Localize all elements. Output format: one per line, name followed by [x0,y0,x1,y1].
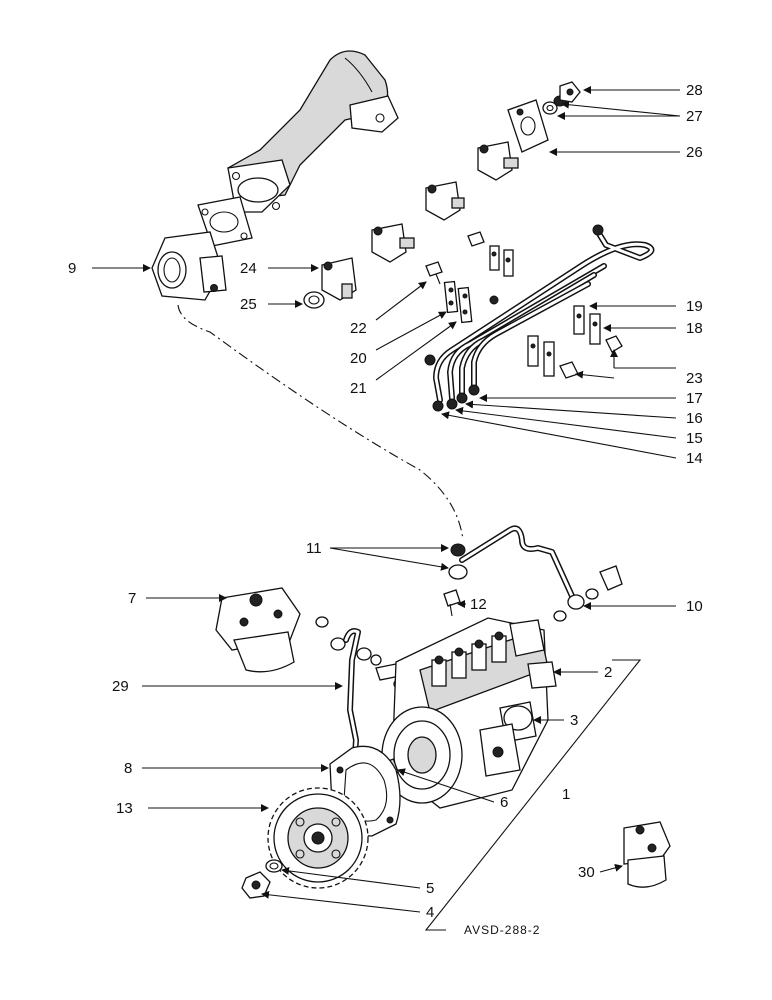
callout-27: 27 [686,108,703,125]
injection-pipes [424,224,655,412]
washer [542,101,558,115]
drawing-code: AVSD-288-2 [464,923,540,937]
lock-washer [265,859,283,873]
leak-off-pipe [443,525,623,622]
fuel-pipe [343,628,361,773]
callout-10: 10 [686,598,703,615]
callout-20: 20 [350,350,367,367]
pipe-clip [457,286,473,324]
callout-22: 22 [350,320,367,337]
callout-14: 14 [686,450,703,467]
callout-24: 24 [240,260,257,277]
pipe-clip [443,280,459,314]
callout-9: 9 [68,260,76,277]
pipe-clip [573,305,585,335]
callout-25: 25 [240,296,257,313]
callout-28: 28 [686,82,703,99]
injector [321,257,357,301]
injector [371,223,415,263]
callout-23: 23 [686,370,703,387]
callout-4: 4 [426,904,434,921]
pipe-clip [543,341,555,377]
bolt [467,231,485,247]
callout-30: 30 [578,864,595,881]
callout-6: 6 [500,794,508,811]
callout-21: 21 [350,380,367,397]
pipe-clip [503,249,514,277]
injector [425,181,465,221]
nut [605,335,623,353]
spare-filter [623,821,671,888]
callout-17: 17 [686,390,703,407]
callout-7: 7 [128,590,136,607]
pipe-clip [527,335,539,367]
callout-11: 11 [306,540,322,557]
seal-ring [303,291,325,309]
injector-clamp [507,99,549,153]
intake-pipe [227,50,399,213]
callout-16: 16 [686,410,703,427]
fuel-filter [215,587,407,690]
elbow-housing [151,231,227,301]
pipe-clip [589,313,601,345]
callout-5: 5 [426,880,434,897]
callout-1: 1 [562,786,570,803]
callout-12: 12 [470,596,487,613]
bolt [425,261,443,285]
pipe-clip [489,245,500,271]
callout-19: 19 [686,298,703,315]
nut [559,361,579,379]
callout-13: 13 [116,800,133,817]
injection-pump [381,617,557,809]
callout-26: 26 [686,144,703,161]
callout-2: 2 [604,664,612,681]
callout-15: 15 [686,430,703,447]
callout-3: 3 [570,712,578,729]
callout-8: 8 [124,760,132,777]
injector [477,141,519,181]
callout-18: 18 [686,320,703,337]
pump-drive-gear [267,787,369,889]
callout-29: 29 [112,678,129,695]
nut [559,81,581,103]
